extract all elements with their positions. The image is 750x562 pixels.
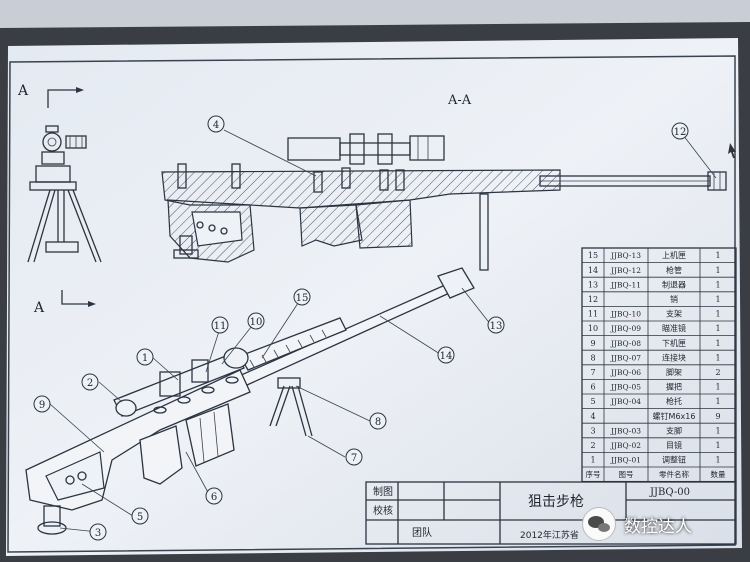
section-title: A-A [447,93,472,108]
bom-row-name: 瞄准镜 [662,323,686,333]
bom-row-name: 目镜 [666,440,682,450]
bom-row-code: JJBQ-09 [610,324,641,333]
bom-row-no: 4 [590,412,595,421]
callout-7: 7 [351,453,357,464]
bom-row-qty: 2 [715,368,720,377]
watermark: 数控达人 [582,506,742,542]
bom-header-qty: 数量 [711,469,726,479]
bom-row-no: 2 [590,441,595,450]
bom-row-code: JJBQ-11 [610,280,641,289]
bom-row-code: JJBQ-05 [610,383,641,392]
drawing-frame [7,55,736,553]
isometric-view: A [25,267,475,535]
bom-row-code: JJBQ-02 [610,441,641,450]
callout-11: 11 [214,321,227,332]
bom-row-name: 脚架 [666,367,682,377]
callout-14: 14 [440,351,453,362]
bom-row-name: 上机匣 [662,250,686,260]
bom-row-no: 9 [590,339,595,348]
bom-row-qty: 1 [715,383,720,392]
bom-row-no: 12 [588,295,598,304]
bom-row-name: 制退器 [662,279,686,289]
callout-6: 6 [211,492,217,503]
bom-row-code: JJBQ-10 [610,310,641,319]
bom-row-qty: 1 [715,456,720,465]
bom-row-code: JJBQ-08 [610,339,641,348]
bom-row-code: JJBQ-01 [610,456,641,465]
callout-10: 10 [250,317,263,328]
bom-row-name: 连接块 [662,352,686,362]
bom-row-qty: 1 [715,426,720,435]
callout-12: 12 [674,127,687,138]
callout-3: 3 [95,528,101,539]
drawing-number: JJBQ-00 [649,487,690,498]
callout-15: 15 [296,293,309,304]
bom-row-no: 3 [590,426,595,435]
section-label-a-lower: A [33,300,45,316]
bom-row-qty: 1 [715,251,720,260]
bom-row-no: 11 [588,310,598,319]
wechat-logo-icon [582,507,616,541]
bom-row-qty: 1 [715,280,720,289]
team-label: 团队 [412,526,432,539]
bom-row-no: 10 [588,324,598,333]
bom-row-no: 14 [588,266,598,275]
callout-13: 13 [490,321,503,332]
bom-row-code: JJBQ-03 [610,426,641,435]
bom-row-name: 支架 [666,309,682,319]
end-view-tripod: A [17,83,102,263]
drawing-title: 狙击步枪 [528,493,584,510]
bom-row-qty: 1 [715,339,720,348]
bom-row-name: 螺钉M6x16 [653,411,696,421]
bom-row-name: 枪托 [666,396,682,406]
callout-8: 8 [375,417,381,428]
title-block: 制图 校核 团队 狙击步枪 JJBQ-00 2012年江苏省 [365,481,737,545]
draw-label: 制图 [373,485,393,498]
bom-row-no: 1 [590,456,595,465]
bom-row-name: 支脚 [666,425,682,435]
bom-row-qty: 1 [715,324,720,333]
bom-row-no: 13 [588,280,598,289]
bom-row-qty: 1 [715,397,720,406]
callout-2: 2 [87,378,93,389]
bom-row-qty: 1 [715,266,720,275]
bom-row-no: 15 [588,251,598,260]
bom-header-name: 零件名称 [659,469,689,479]
bom-row-name: 销 [670,294,678,304]
bom-row-no: 7 [590,368,595,377]
callout-4: 4 [213,120,219,131]
check-label: 校核 [373,504,393,517]
callout-5: 5 [137,512,143,523]
bom-row-code: JJBQ-12 [610,266,641,275]
bom-row-name: 下机匣 [662,338,686,348]
bom-row-code: JJBQ-07 [610,353,641,362]
callout-balloons: 1 2 3 4 5 6 7 8 9 10 11 12 13 14 15 [33,115,717,541]
bom-row-qty: 1 [715,441,720,450]
callout-9: 9 [39,400,45,411]
bom-row-code: JJBQ-13 [610,251,641,260]
watermark-text: 数控达人 [624,516,692,537]
section-view-aa: A-A [161,93,736,271]
section-label-a: A [17,83,29,99]
bom-row-name: 枪管 [666,265,682,275]
bom-row-no: 5 [590,397,595,406]
bom-row-qty: 1 [715,353,720,362]
bom-row-no: 6 [590,383,595,392]
bom-header-no: 序号 [586,469,601,479]
footer-text: 2012年江苏省 [520,529,579,541]
bom-row-name: 调整钮 [662,455,686,465]
bom-row-name: 握把 [666,382,682,392]
bom-row-no: 8 [590,353,595,362]
callout-1: 1 [142,353,148,364]
bom-row-qty: 9 [715,412,720,421]
bom-row-code: JJBQ-04 [610,397,641,406]
bom-row-qty: 1 [715,295,720,304]
bom-row-code: JJBQ-06 [610,368,641,377]
bom-row-qty: 1 [715,310,720,319]
bom-header-code: 图号 [619,470,634,479]
